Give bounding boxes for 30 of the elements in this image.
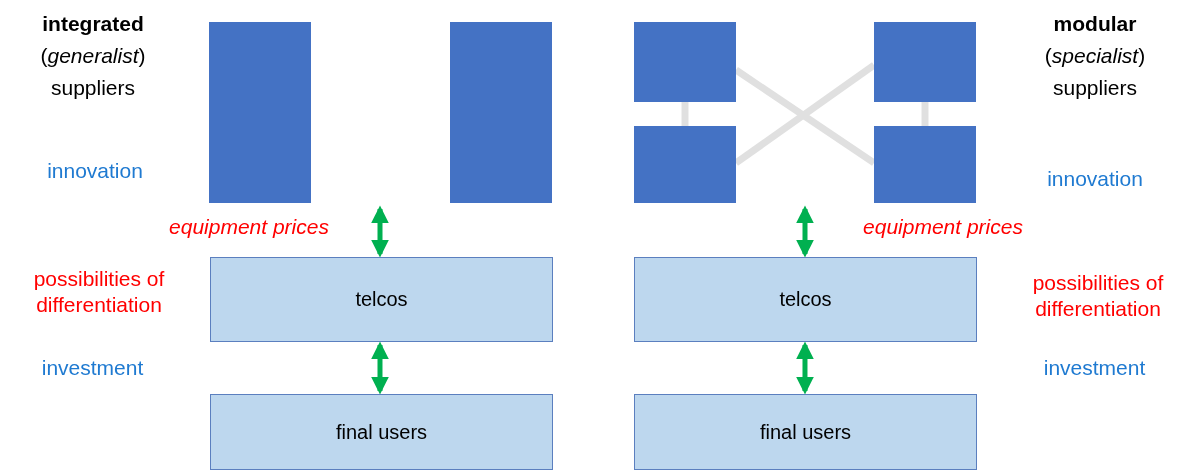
annotation-text: possibilities of differentiation xyxy=(1031,270,1165,322)
box-label: telcos xyxy=(355,288,408,311)
annotation-text: investment xyxy=(1042,355,1147,381)
connector-line xyxy=(681,102,689,126)
annotation-text: innovation xyxy=(46,158,144,184)
connector-line xyxy=(921,102,929,126)
double-arrow xyxy=(371,341,389,395)
box-label: final users xyxy=(335,420,428,444)
supplier-type-label: modular (specialist) suppliers xyxy=(1043,11,1147,101)
layer-box xyxy=(634,394,977,470)
layer-box xyxy=(634,257,977,342)
supplier-type-label: integrated (generalist) suppliers xyxy=(39,11,147,101)
layer-box xyxy=(210,257,553,342)
box-label: telcos xyxy=(779,288,832,311)
annotation-text: investment xyxy=(40,355,145,381)
supplier-block xyxy=(209,22,311,203)
double-arrow xyxy=(796,341,814,395)
annotation-text: equipment prices xyxy=(168,214,330,240)
supplier-block xyxy=(634,22,736,102)
layer-box xyxy=(210,394,553,470)
annotation-text: innovation xyxy=(1046,166,1144,192)
supplier-block xyxy=(450,22,552,203)
double-arrow xyxy=(371,205,389,258)
annotation-text: equipment prices xyxy=(862,214,1024,240)
supplier-block xyxy=(874,22,976,102)
supplier-block xyxy=(634,126,736,203)
supplier-block xyxy=(874,126,976,203)
box-label: final users xyxy=(759,420,852,444)
double-arrow xyxy=(796,205,814,258)
annotation-text: possibilities of differentiation xyxy=(32,266,166,318)
